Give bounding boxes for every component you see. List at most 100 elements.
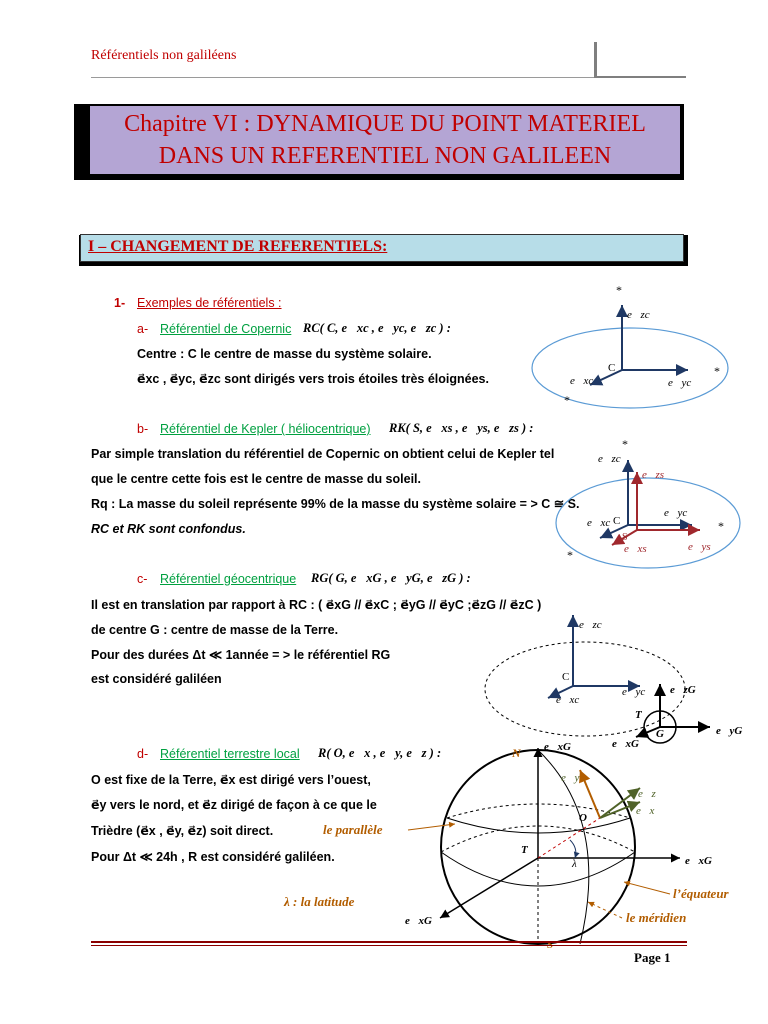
copernic-letter: a- [137, 322, 149, 336]
meridian-curve [537, 749, 590, 945]
meridien-pointer [587, 901, 623, 919]
parallele-label: le parallèle [323, 822, 383, 837]
geo-exG-label: e⃗xG [612, 738, 639, 750]
kepler-line4: RC et RK sont confondus. [91, 522, 246, 536]
geo-t-label: T [635, 709, 643, 721]
chapter-title-line2: DANS UN REFERENTIEL NON GALILEEN [158, 143, 612, 169]
geo-ezG-label: e⃗zG [670, 684, 696, 696]
copernic-notation: RC( C, e⃗xc , e⃗yc, e⃗zc ) : [303, 321, 451, 335]
kepler-exs-label: e⃗xs [624, 543, 647, 555]
geo-exG-axis [635, 726, 661, 738]
kepler-star-top: * [622, 437, 628, 451]
copernic-star-left: * [564, 393, 570, 407]
terrestre-line1: O est fixe de la Terre, e⃗x est dirigé v… [91, 773, 371, 787]
header-line [596, 76, 686, 78]
terrestre-line3: Trièdre (e⃗x , e⃗y, e⃗z) soit direct. [91, 824, 274, 838]
parallele-pointer [407, 821, 456, 831]
earth-o-label: O [579, 812, 587, 824]
kepler-orbit [555, 477, 741, 569]
footer-rule [91, 941, 687, 943]
equator-back [440, 825, 636, 853]
latitude-label: λ : la latitude [283, 894, 355, 909]
geo-letter: c- [137, 572, 148, 586]
copernic-line1: Centre : C le centre de masse du système… [137, 347, 432, 361]
copernic-diagram: e⃗zc e⃗yc e⃗xc C * * * [531, 283, 729, 409]
radius-to-o [537, 817, 601, 859]
kepler-ex-axis [599, 524, 629, 539]
geo-ey-label: e⃗yc [622, 686, 645, 698]
geo-g-label: G [656, 728, 664, 740]
kepler-star-right: * [718, 519, 724, 533]
earth-n-label: N [511, 746, 522, 760]
page-number: Page 1 [634, 950, 671, 965]
chapter-title: Chapitre VI : DYNAMIQUE DU POINT MATERIE… [88, 108, 682, 172]
copernic-star-right: * [714, 364, 720, 378]
geo-diagram: e⃗zc e⃗yc e⃗xc C e⃗zG e⃗yG e⃗xG T G [484, 615, 742, 750]
local-ez-axis [599, 787, 641, 819]
kepler-ezs-label: e⃗zs [642, 469, 664, 481]
earth-ex-label: e⃗x [636, 805, 654, 817]
local-ey-axis [579, 769, 601, 819]
chapter-title-line1: Chapitre VI : DYNAMIQUE DU POINT MATERIE… [124, 111, 646, 137]
local-ex-axis [599, 800, 641, 819]
earth-ey-label: e⃗y [561, 772, 579, 784]
footer-rule-thin [91, 945, 687, 946]
kepler-star-left: * [567, 548, 573, 562]
kepler-ex-label: e⃗xc [587, 517, 610, 529]
copernic-title: Référentiel de Copernic [160, 322, 292, 336]
item-title: Exemples de référentiels : [137, 296, 282, 310]
kepler-notation: RK( S, e⃗xs , e⃗ys, e⃗zs ) : [389, 421, 534, 435]
terrestre-letter: d- [137, 747, 149, 761]
copernic-star-top: * [616, 283, 622, 297]
kepler-letter: b- [137, 422, 149, 436]
geo-line2: de centre G : centre de masse de la Terr… [91, 623, 339, 637]
earth-exG-left-label: e⃗xG [405, 915, 432, 927]
header-rule [91, 77, 595, 78]
geo-ez-label: e⃗zc [579, 619, 602, 631]
kepler-c-label: C [613, 515, 620, 527]
geo-orbit [484, 641, 686, 737]
copernic-ex-label: e⃗xc [570, 375, 593, 387]
equator-front [440, 851, 636, 887]
kepler-eys-label: e⃗ys [688, 541, 711, 553]
kepler-title: Référentiel de Kepler ( héliocentrique) [160, 422, 371, 436]
geo-line1: Il est en translation par rapport à RC :… [91, 598, 542, 612]
equateur-pointer [623, 880, 671, 895]
kepler-line2: que le centre cette fois est le centre d… [91, 472, 421, 486]
terrestre-title: Référentiel terrestre local [160, 747, 300, 761]
latitude-arc [569, 839, 580, 859]
earth-exG-top-label: e⃗xG [544, 741, 571, 753]
earth-exG-left [439, 857, 539, 919]
copernic-ez-label: e⃗zc [627, 309, 650, 321]
terrestre-notation: R( O, e⃗x , e⃗y, e⃗z ) : [318, 746, 442, 760]
kepler-s-label: S [622, 532, 628, 543]
chapter-box [88, 104, 682, 176]
copernic-ex-axis [589, 369, 623, 386]
section-box [80, 234, 684, 262]
kepler-ez-label: e⃗zc [598, 453, 621, 465]
earth-exG-right-label: e⃗xG [685, 855, 712, 867]
equateur-label: l’équateur [673, 886, 730, 901]
geo-ex-axis [547, 685, 574, 699]
geo-notation: RG( G, e⃗xG , e⃗yG, e⃗zG ) : [311, 571, 471, 585]
kepler-ey-label: e⃗yc [664, 507, 687, 519]
kepler-line1: Par simple translation du référentiel de… [91, 447, 555, 461]
earth-ez-label: e⃗z [638, 788, 656, 800]
geo-ex-label: e⃗xc [556, 694, 579, 706]
item-number: 1- [114, 296, 126, 310]
copernic-orbit [531, 327, 729, 409]
terrestre-line4: Pour Δt ≪ 24h , R est considéré galiléen… [91, 850, 335, 864]
copernic-center-label: C [608, 362, 615, 374]
kepler-exs-axis [611, 529, 638, 546]
earth-diagram: N e⃗xG e⃗y e⃗z e⃗x O T λ e⃗xG e⃗xG S le … [283, 741, 730, 951]
kepler-diagram: e⃗zc e⃗zs e⃗yc e⃗ys e⃗xc e⃗xs C S * * * [555, 437, 741, 569]
copernic-ey-label: e⃗yc [668, 377, 691, 389]
kepler-line3: Rq : La masse du soleil représente 99% d… [91, 497, 580, 511]
earth-lambda-label: λ [571, 858, 577, 870]
geo-title: Référentiel géocentrique [160, 572, 297, 586]
meridien-label: le méridien [626, 910, 686, 925]
geo-line3: Pour des durées Δt ≪ 1année = > le référ… [91, 648, 391, 662]
geo-eyG-label: e⃗yG [716, 725, 742, 737]
running-title: Référentiels non galiléens [91, 48, 237, 63]
